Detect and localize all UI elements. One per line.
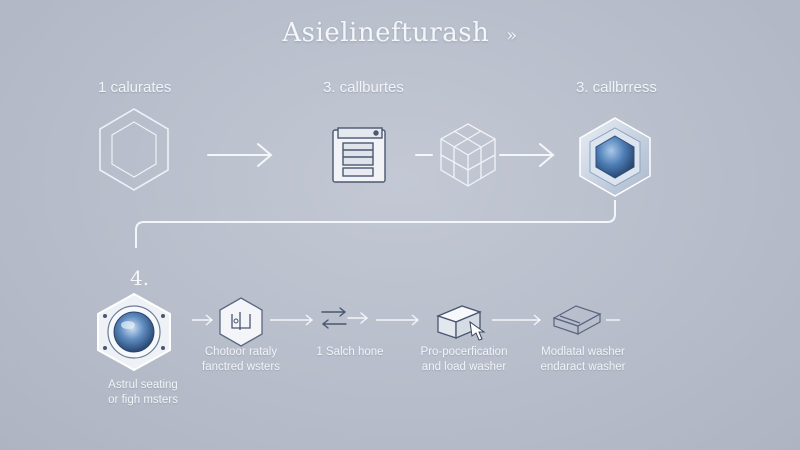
- title-text: Asielinefturash: [282, 18, 490, 48]
- step-label-2: 3. callburtes: [323, 79, 404, 96]
- glossy-hexagon-icon: [579, 117, 651, 197]
- caption-1: Astrul seating or figh msters: [88, 378, 198, 408]
- caption-3-line1: 1 Salch hone: [316, 346, 384, 358]
- step-label-4: 4.: [130, 266, 150, 290]
- caption-2: Chotoor rataly fanctred wsters: [186, 345, 296, 375]
- step-label-3: 3. callbrress: [576, 79, 657, 96]
- hexagon-outline-icon: [99, 108, 169, 191]
- flow-arrow-2: [499, 143, 555, 167]
- flow-arrow-4: [270, 314, 314, 326]
- step-label-1: 1 calurates: [98, 79, 172, 96]
- flat-box-icon: [552, 305, 602, 336]
- caption-3: 1 Salch hone: [300, 345, 400, 360]
- caption-5: Modlatal washer endaract washer: [518, 345, 648, 375]
- caption-2-line2: fanctred wsters: [202, 361, 280, 373]
- flow-arrow-5: [376, 314, 420, 326]
- caption-2-line1: Chotoor rataly: [204, 346, 278, 358]
- caption-4-line1: Pro-pocerfication: [420, 346, 508, 358]
- double-chevron-right-icon: »: [506, 25, 518, 46]
- hexagon-tool-icon: [219, 297, 263, 347]
- caption-5-line2: endaract washer: [540, 361, 626, 373]
- washing-machine-icon: [332, 127, 386, 183]
- bidirectional-arrows-icon: [321, 307, 369, 329]
- flow-arrow-1: [207, 143, 273, 167]
- flow-arrow-3: [192, 314, 214, 326]
- wireframe-cube-icon: [440, 123, 496, 187]
- washer-drum-hexagon-icon: [97, 292, 171, 372]
- caption-1-line2: or figh msters: [108, 394, 178, 406]
- box-hand-icon: [436, 305, 486, 341]
- diagram-title: Asielinefturash »: [0, 18, 800, 48]
- flow-arrow-6: [492, 314, 542, 326]
- caption-4: Pro-pocerfication and load washer: [404, 345, 524, 375]
- caption-4-line2: and load washer: [421, 361, 507, 373]
- caption-5-line1: Modlatal washer: [541, 346, 625, 358]
- caption-1-line1: Astrul seating: [108, 379, 178, 391]
- connector-line: [135, 200, 616, 248]
